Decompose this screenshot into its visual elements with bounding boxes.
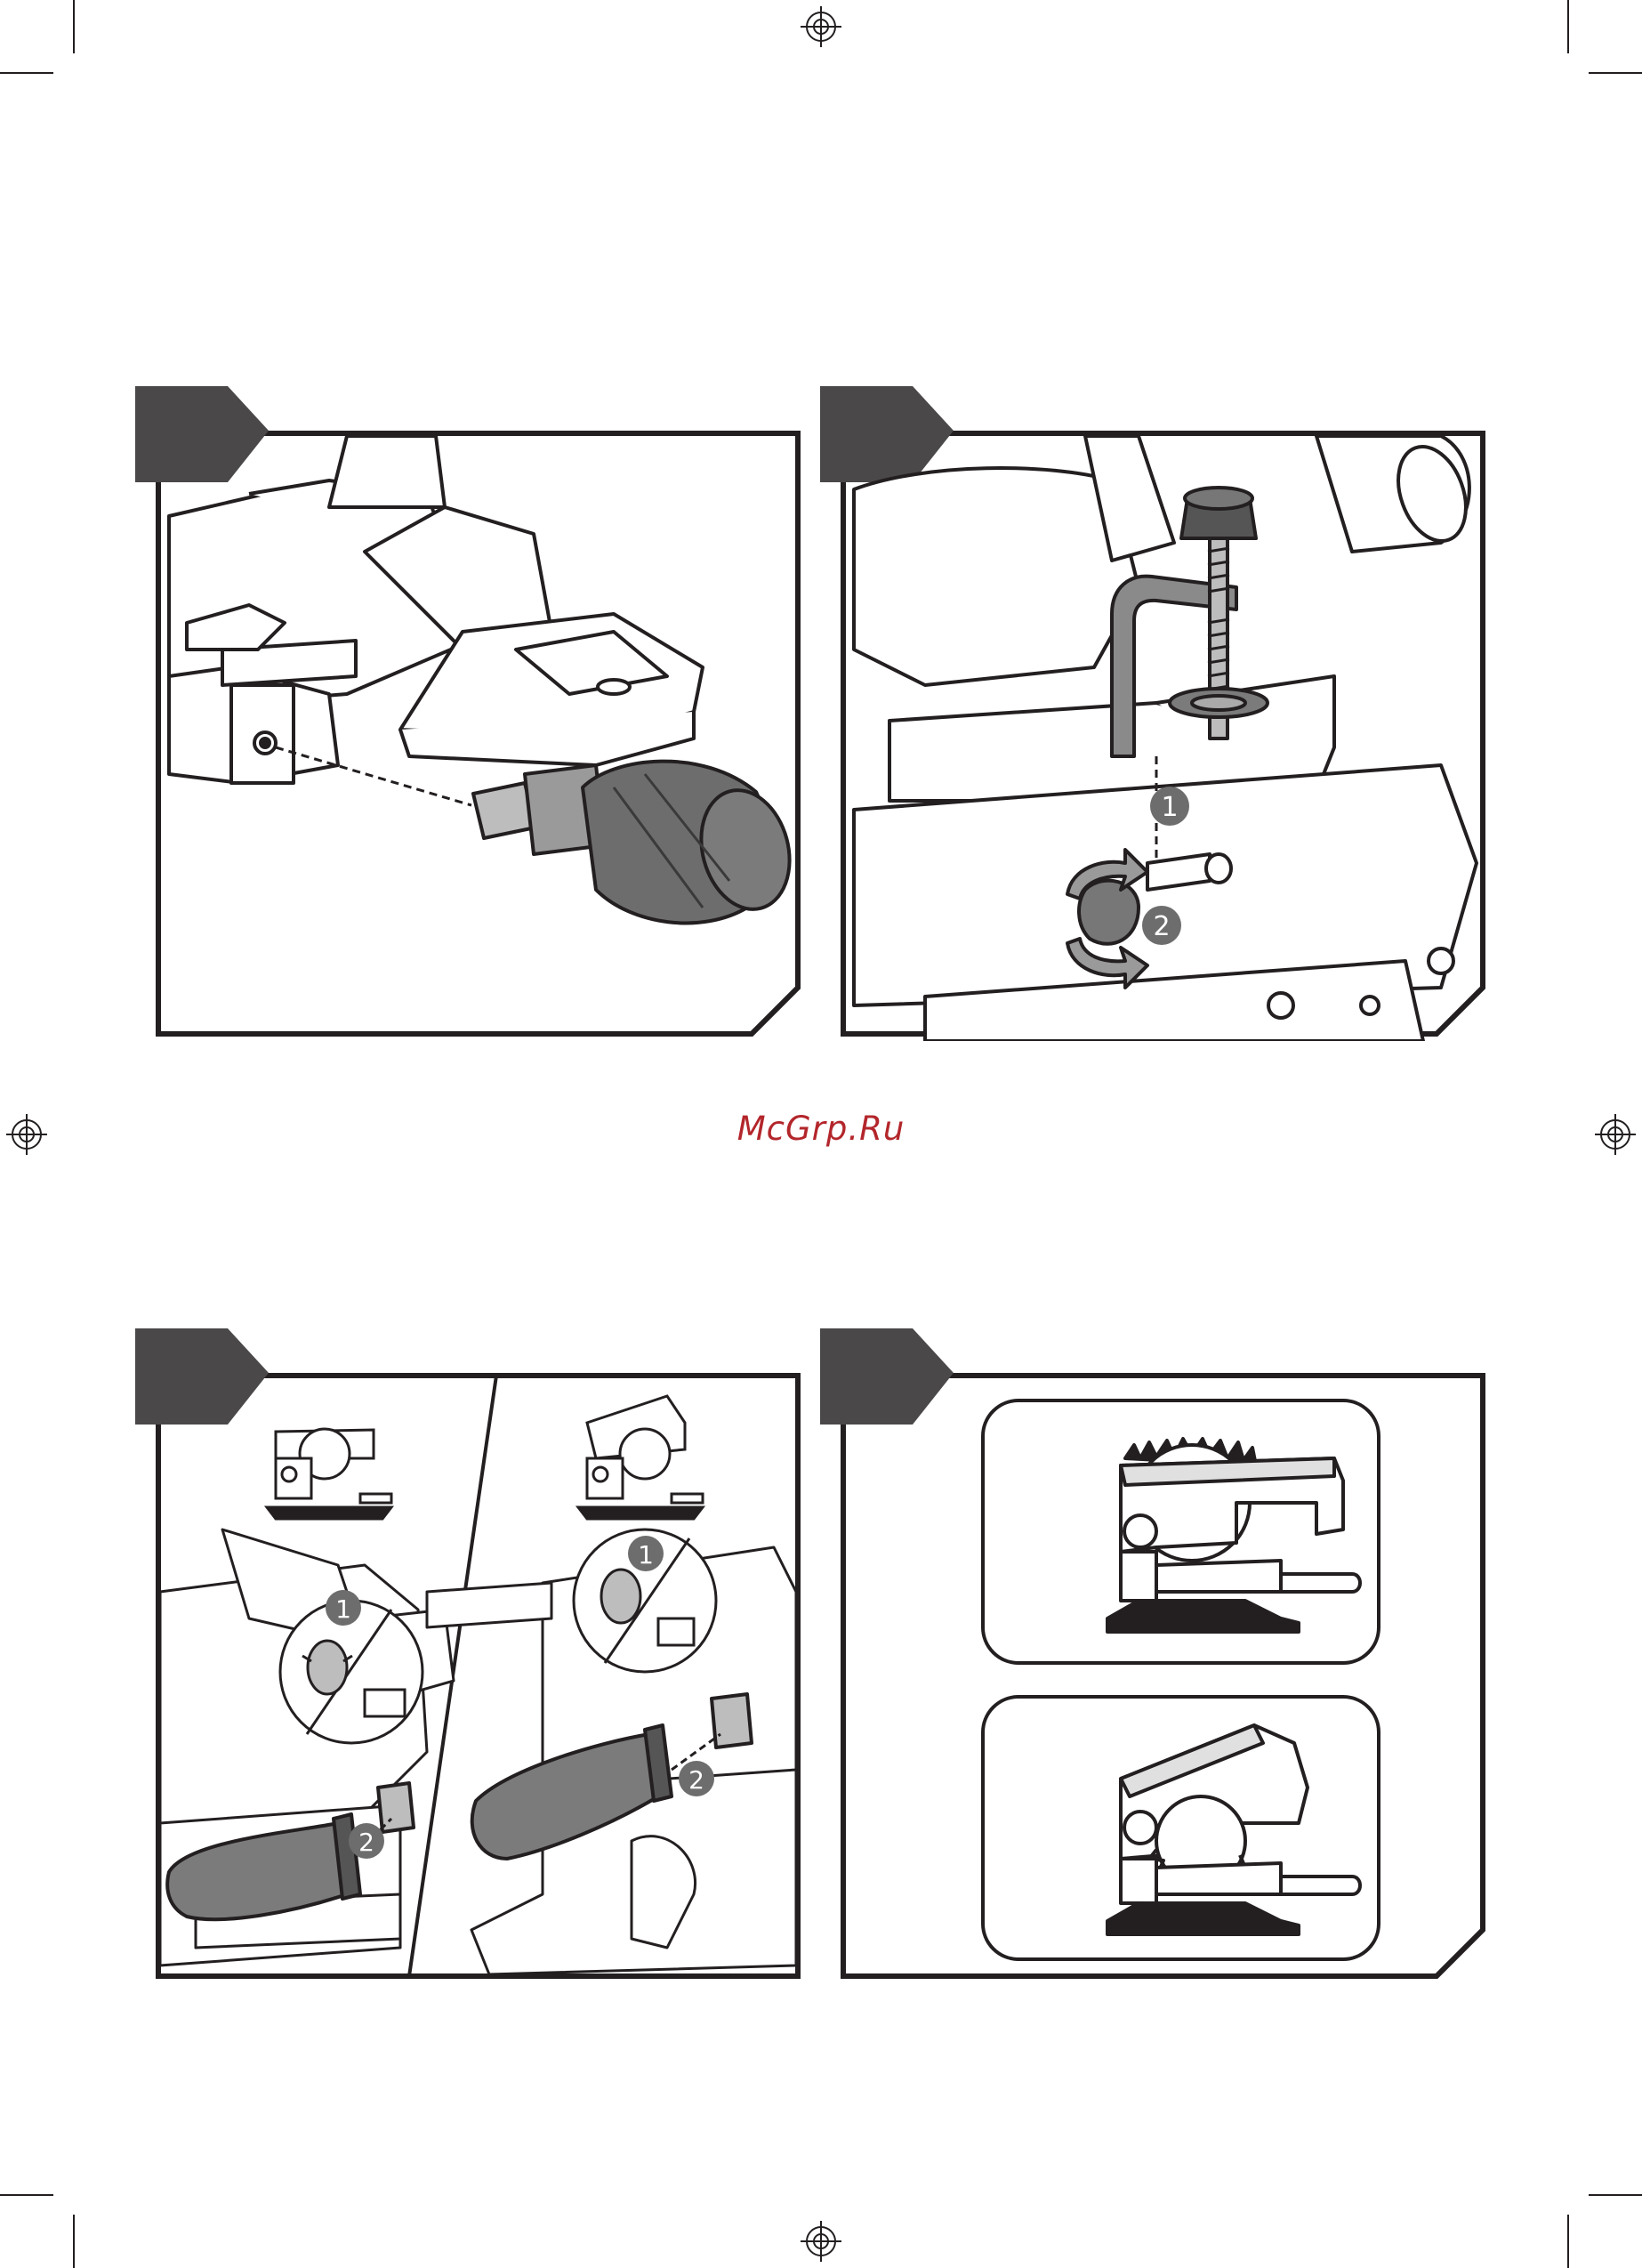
panel-clamp-install: 1 2 <box>818 383 1494 1041</box>
panel-dust-bag-install: 1 2 1 <box>133 1325 809 1983</box>
svg-text:2: 2 <box>358 1828 374 1857</box>
registration-mark-top <box>801 6 841 47</box>
callout-1: 1 <box>1150 787 1189 826</box>
panel-handle-install <box>133 383 809 1041</box>
callout-2-right: 2 <box>679 1761 714 1796</box>
svg-text:1: 1 <box>638 1540 654 1570</box>
panel-bevel-positions <box>818 1325 1494 1983</box>
svg-text:1: 1 <box>1161 792 1178 823</box>
svg-text:2: 2 <box>1153 911 1170 942</box>
svg-text:1: 1 <box>335 1594 351 1624</box>
watermark-text: McGrp.Ru <box>0 1110 1642 1148</box>
callout-2: 2 <box>1142 906 1181 945</box>
lock-knob <box>1079 881 1139 944</box>
svg-text:2: 2 <box>688 1765 704 1795</box>
callout-1: 1 <box>326 1590 361 1626</box>
callout-1-right: 1 <box>628 1536 664 1571</box>
registration-mark-bottom <box>801 2221 841 2262</box>
callout-2: 2 <box>349 1823 384 1859</box>
